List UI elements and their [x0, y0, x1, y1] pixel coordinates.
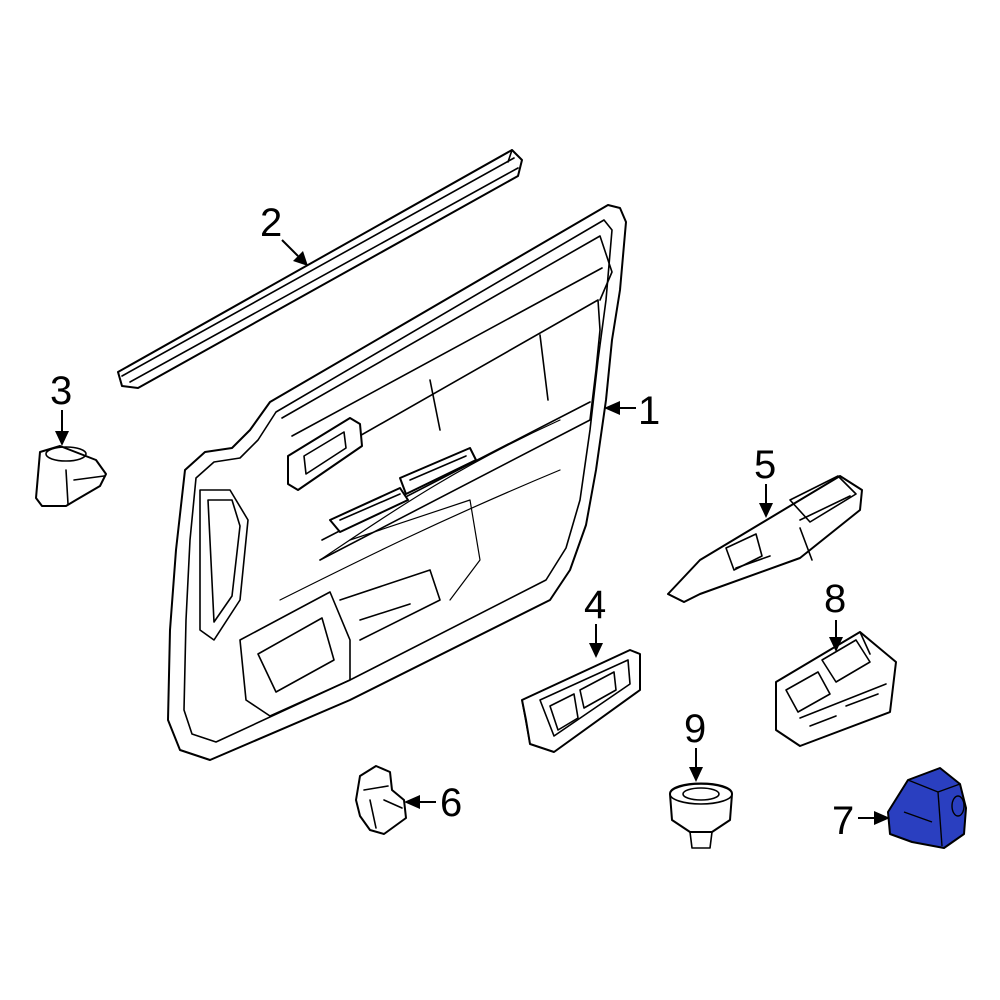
part-1-door-trim-panel[interactable] [167, 204, 627, 761]
callout-7: 7 [832, 799, 854, 843]
part-5-armrest-bezel[interactable] [667, 475, 863, 603]
part-3-cap[interactable] [35, 445, 107, 507]
callout-9: 9 [684, 707, 706, 751]
part-4-switch-bezel[interactable] [521, 649, 641, 753]
callout-2: 2 [260, 201, 282, 245]
part-7-switch-highlighted[interactable] [887, 767, 967, 849]
callout-1: 1 [638, 389, 660, 433]
callout-8: 8 [824, 577, 846, 621]
part-9-knob[interactable] [669, 782, 733, 849]
callout-4: 4 [584, 583, 606, 627]
part-2-weatherstrip[interactable] [117, 149, 523, 389]
callout-5: 5 [754, 443, 776, 487]
callout-6: 6 [440, 781, 462, 825]
part-6-clip[interactable] [355, 765, 407, 835]
part-8-master-switch[interactable] [775, 631, 897, 747]
callout-3: 3 [50, 369, 72, 413]
callout-labels: 1 2 3 4 5 6 7 8 9 [50, 201, 854, 843]
leader-lines [55, 239, 890, 825]
